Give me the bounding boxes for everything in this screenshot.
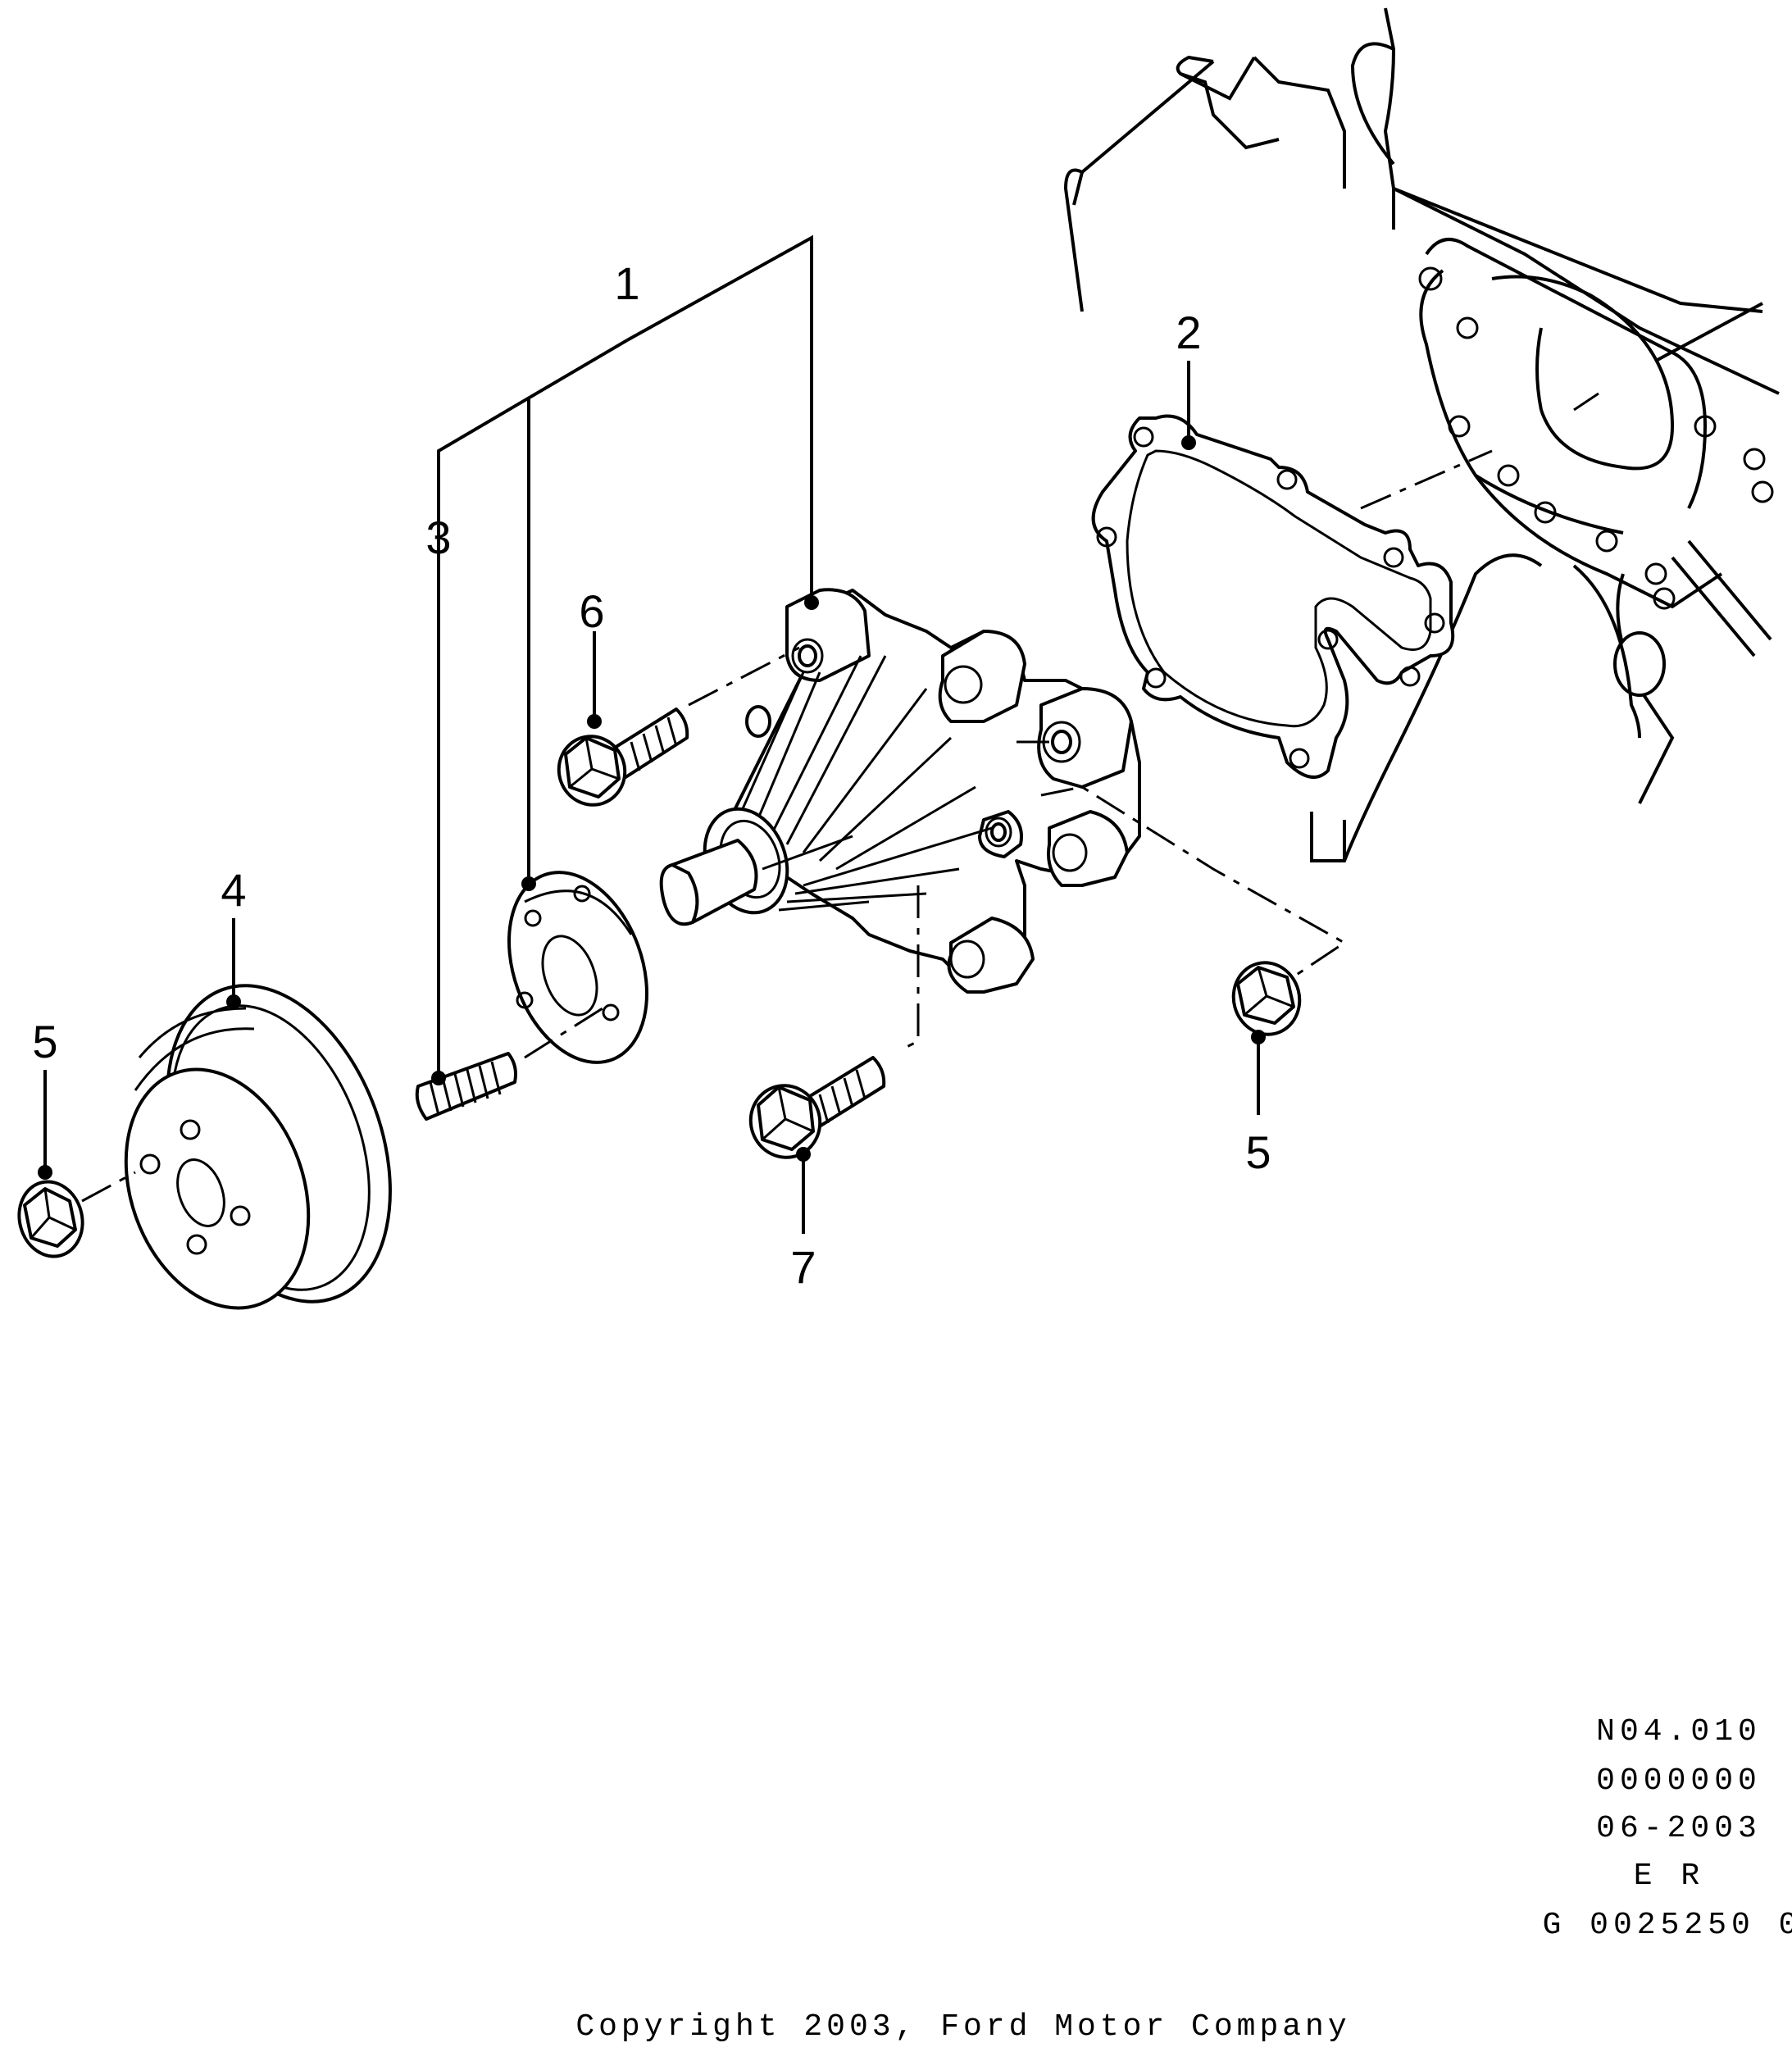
callout-1: 1 (614, 257, 639, 309)
flange-nut-right (1231, 961, 1302, 1036)
callout-labels: 1 2 3 4 5 5 6 7 (32, 257, 1271, 1293)
engine-block (1063, 7, 1780, 862)
stud (415, 1052, 517, 1121)
flange-nut-left (17, 1180, 84, 1258)
callout-5-left: 5 (32, 1016, 57, 1067)
bolt-7 (748, 1056, 886, 1159)
reference-line-4: E R (1634, 1859, 1704, 1894)
callout-6: 6 (579, 585, 604, 637)
reference-block: N04.010 0000000 06-2003 E R G 0025250 0 (1543, 1714, 1792, 1943)
reference-line-5: G 0025250 0 (1543, 1908, 1792, 1943)
callout-5-right: 5 (1245, 1126, 1271, 1178)
copyright-notice: Copyright 2003, Ford Motor Company (575, 2009, 1350, 2045)
reference-line-2: 0000000 (1596, 1763, 1762, 1799)
callout-2: 2 (1176, 307, 1201, 358)
callout-3: 3 (425, 512, 451, 563)
callout-7: 7 (790, 1241, 816, 1293)
bolt-6 (557, 708, 689, 807)
leader-lines (38, 234, 1266, 1234)
water-pump-pulley (124, 984, 392, 1310)
water-pump-gasket (1091, 414, 1455, 779)
callout-4: 4 (221, 864, 246, 916)
water-pump (659, 588, 1141, 994)
alignment-lines (81, 646, 1347, 1203)
pump-hub-flange (507, 871, 649, 1064)
reference-line-3: 06-2003 (1596, 1811, 1762, 1846)
reference-line-1: N04.010 (1596, 1714, 1762, 1749)
